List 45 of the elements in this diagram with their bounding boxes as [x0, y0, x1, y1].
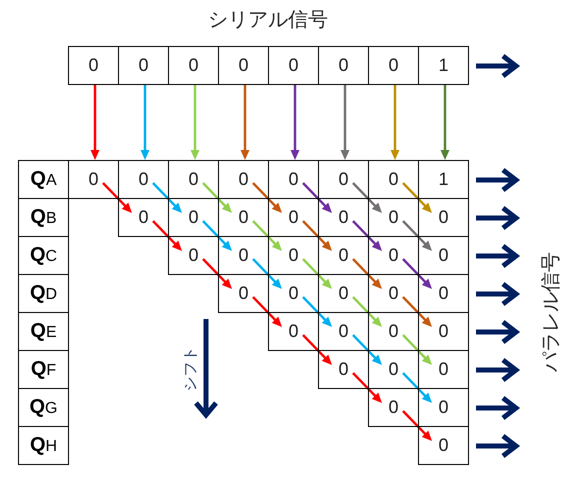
arrow — [90, 84, 100, 160]
bit-cell: 0 — [318, 46, 369, 85]
bit-cell: 0 — [368, 388, 419, 427]
bit-cell: 0 — [268, 46, 319, 85]
row-header: QC — [18, 236, 69, 275]
bit-cell: 0 — [218, 274, 269, 313]
arrow — [476, 282, 518, 306]
bit-cell: 1 — [418, 160, 469, 199]
bit-cell: 0 — [368, 46, 419, 85]
row-header: QD — [18, 274, 69, 313]
signal-label: シリアル信号 — [208, 8, 328, 30]
arrow — [476, 320, 518, 344]
signal-label: パラレル信号 — [539, 252, 561, 372]
arrow — [390, 84, 400, 160]
bit-cell: 0 — [118, 198, 169, 237]
row-header: QG — [18, 388, 69, 427]
bit-cell: 0 — [68, 46, 119, 85]
bit-cell: 0 — [118, 46, 169, 85]
row-header: QH — [18, 426, 69, 465]
arrow-label: シフト — [182, 346, 198, 392]
bit-cell: 0 — [168, 236, 219, 275]
bit-cell: 0 — [68, 160, 119, 199]
arrow — [290, 84, 300, 160]
bit-cell: 1 — [418, 46, 469, 85]
arrow — [440, 84, 450, 160]
row-header: QF — [18, 350, 69, 389]
arrow — [476, 54, 518, 78]
bit-cell: 0 — [168, 46, 219, 85]
arrow — [476, 396, 518, 420]
arrow — [476, 168, 518, 192]
bit-cell: 0 — [318, 350, 369, 389]
row-header: QE — [18, 312, 69, 351]
arrow — [140, 84, 150, 160]
bit-cell: 0 — [268, 312, 319, 351]
arrow — [190, 84, 200, 160]
arrow — [476, 244, 518, 268]
bit-cell: 0 — [218, 46, 269, 85]
arrow — [340, 84, 350, 160]
arrow — [240, 84, 250, 160]
bit-cell: 0 — [418, 426, 469, 465]
row-header: QA — [18, 160, 69, 199]
arrow — [476, 434, 518, 458]
arrow — [476, 206, 518, 230]
row-header: QB — [18, 198, 69, 237]
arrow — [476, 358, 518, 382]
